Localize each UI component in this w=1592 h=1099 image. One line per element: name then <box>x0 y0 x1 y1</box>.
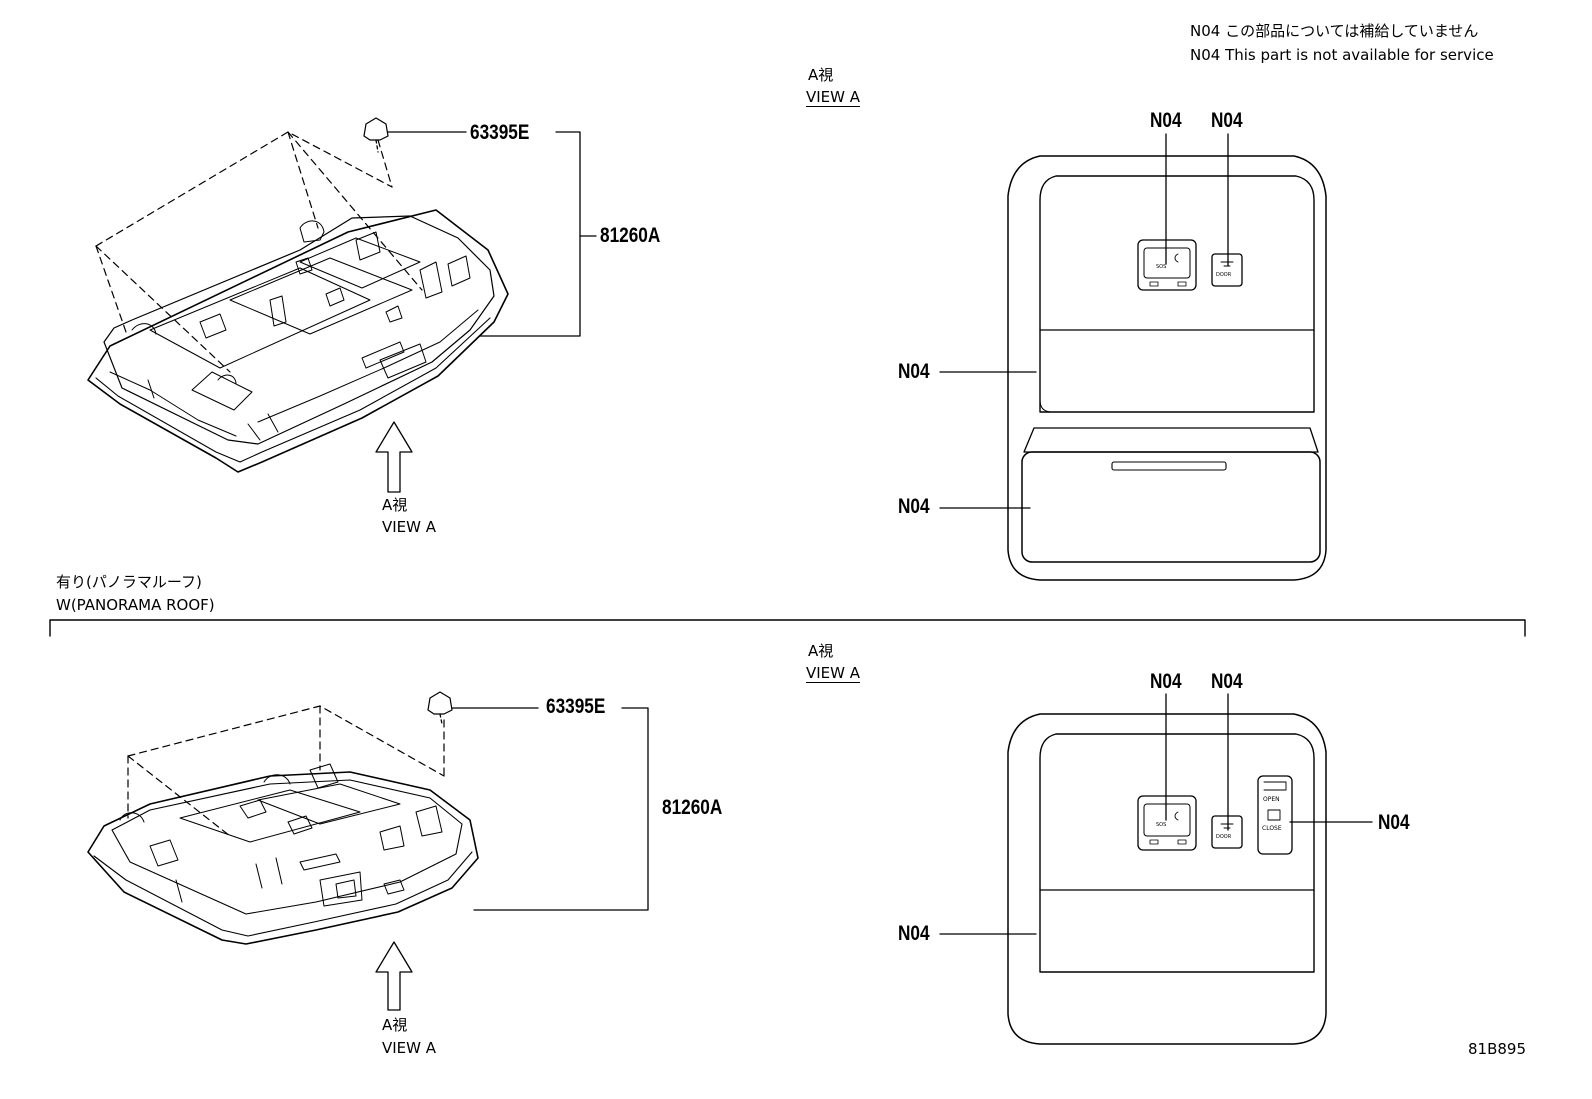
bottom-assembly-part-number: 81260A <box>662 796 723 819</box>
bottom-callout-door: N04 <box>1211 670 1243 693</box>
top-arrow-label-en: VIEW A <box>382 518 437 536</box>
bottom-sos-label: SOS <box>1156 822 1167 828</box>
bottom-open-label: OPEN <box>1263 796 1280 803</box>
note-en: N04 This part is not available for servi… <box>1190 46 1494 64</box>
top-callout-box: N04 <box>898 495 930 518</box>
top-sos-label: SOS <box>1156 264 1167 270</box>
top-callout-lens: N04 <box>898 360 930 383</box>
bottom-callout-roof-switch: N04 <box>1378 811 1410 834</box>
top-view-label-en: VIEW A <box>806 88 861 107</box>
bottom-callout-sos: N04 <box>1150 670 1182 693</box>
figure-code: 81B895 <box>1468 1040 1527 1058</box>
bottom-arrow-label-en: VIEW A <box>382 1039 437 1057</box>
top-door-label: DOOR <box>1216 272 1232 278</box>
bottom-door-label: DOOR <box>1216 834 1232 840</box>
section-bracket <box>49 619 1526 637</box>
top-callout-sos: N04 <box>1150 109 1182 132</box>
top-view-label-jp: A視 <box>808 66 834 84</box>
note-jp: N04 この部品については補給していません <box>1190 22 1479 40</box>
top-console-assembly <box>87 117 597 493</box>
bottom-clip-part-number: 63395E <box>546 695 606 718</box>
top-assembly-part-number: 81260A <box>600 224 661 247</box>
bottom-view-label-jp: A視 <box>808 642 834 660</box>
bottom-view-a-console <box>939 693 1373 1045</box>
bottom-arrow-label-jp: A視 <box>382 1016 408 1034</box>
top-arrow-label-jp: A視 <box>382 496 408 514</box>
top-view-a-console <box>939 133 1327 581</box>
top-callout-door: N04 <box>1211 109 1243 132</box>
bottom-callout-lens: N04 <box>898 922 930 945</box>
bottom-view-label-en: VIEW A <box>806 664 861 683</box>
top-clip-part-number: 63395E <box>470 121 530 144</box>
bottom-console-assembly <box>87 691 649 1011</box>
section-title-en: W(PANORAMA ROOF) <box>56 596 215 614</box>
bottom-close-label: CLOSE <box>1262 825 1282 832</box>
section-title-jp: 有り(パノラマルーフ) <box>56 573 202 591</box>
